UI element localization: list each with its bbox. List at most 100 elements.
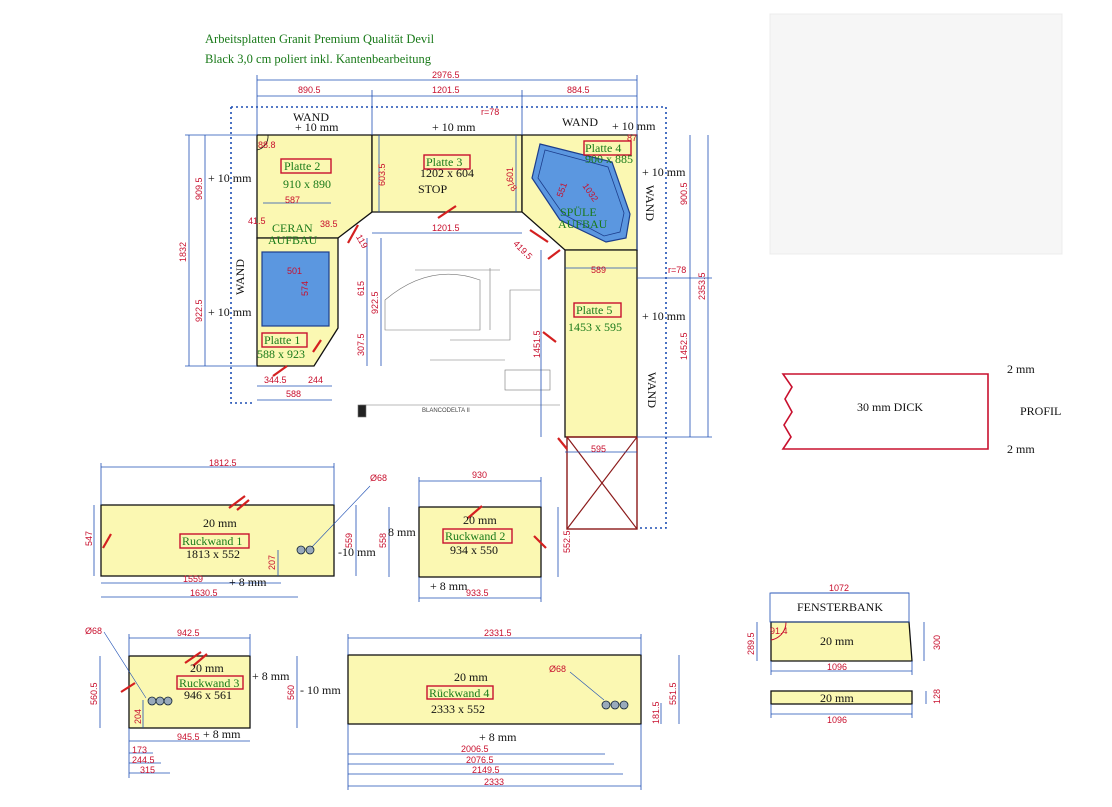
plus10-right-top: + 10 mm	[642, 165, 686, 179]
rw1-width-top: 1812.5	[209, 458, 237, 468]
dim-1451-5: 1451.5	[532, 330, 542, 358]
plus10-left-top: + 10 mm	[208, 171, 252, 185]
dim-r78-top: r=78	[481, 107, 499, 117]
rw3-height-right: 560	[286, 685, 296, 700]
dim-244: 244	[308, 375, 323, 385]
sink-label-2: AUFBAU	[558, 217, 608, 231]
rw2-height-right: 552.5	[562, 530, 572, 553]
dim-909-5: 909.5	[194, 177, 204, 200]
dim-574: 574	[300, 281, 310, 296]
dimension-lines	[185, 75, 712, 453]
wand-top-right: WAND	[562, 115, 598, 129]
cut	[228, 495, 246, 509]
dim-1201-5b: 1201.5	[432, 223, 460, 233]
profile-text: 30 mm DICK	[857, 400, 923, 414]
plate-4-label-box	[583, 140, 632, 156]
fb-height-right: 300	[932, 635, 942, 650]
dim-551: 551	[555, 181, 570, 199]
rw4-hole: Ø68	[549, 664, 566, 674]
plate-5	[564, 249, 638, 438]
rw3-315: 315	[140, 765, 155, 775]
fb-height-left: 289.5	[746, 632, 756, 655]
plate-1-label-box	[261, 332, 308, 348]
plate-1-name: Platte 1	[264, 333, 300, 347]
dim-2353-5: 2353.5	[697, 272, 707, 300]
plate-5-name: Platte 5	[576, 303, 612, 317]
empty-box	[566, 436, 638, 530]
plate-4-name: Platte 4	[585, 141, 621, 155]
plate-2-label-box	[280, 158, 332, 174]
dim-seg2: 1201.5	[432, 85, 460, 95]
rw1-size: 1813 x 552	[186, 547, 240, 561]
dim-seg1: 890.5	[298, 85, 321, 95]
rw2-size: 934 x 550	[450, 543, 498, 557]
sink-product-sketch	[357, 248, 560, 418]
rw3-244-5: 244.5	[132, 755, 155, 765]
cut	[192, 653, 208, 667]
sink-product-name: BLANCODELTA II	[422, 408, 470, 414]
dim-344-5: 344.5	[264, 375, 287, 385]
plate-1-size: 588 x 923	[257, 347, 305, 361]
rw2-width-bottom: 933.5	[466, 588, 489, 598]
outline-dotted	[231, 106, 667, 529]
rw1-height-right: 559	[344, 533, 354, 548]
cut	[120, 682, 136, 693]
dim-601: 601	[505, 167, 515, 182]
dim-900-5: 900.5	[679, 182, 689, 205]
dim-r78-right: r=78	[668, 265, 686, 275]
dim-1832: 1832	[178, 242, 188, 262]
rw1-label-box	[179, 533, 250, 549]
rw3-height-left: 560.5	[89, 682, 99, 705]
dim-307-5: 307.5	[356, 333, 366, 356]
fensterbank-dims	[756, 592, 925, 675]
plate-2-name: Platte 2	[284, 159, 320, 173]
rw4-2006-5: 2006.5	[461, 744, 489, 754]
rw2-8mm: 8 mm	[388, 525, 416, 539]
title-line-2: Black 3,0 cm poliert inkl. Kantenbearbei…	[205, 52, 432, 66]
rw3-hole: Ø68	[85, 626, 102, 636]
strip-width: 1096	[827, 715, 847, 725]
rw4-size: 2333 x 552	[431, 702, 485, 716]
dim-87: 87	[627, 133, 637, 143]
rw2-width-top: 930	[472, 470, 487, 480]
dim-595: 595	[591, 444, 606, 454]
sink-cutout	[531, 143, 631, 243]
fb-name: FENSTERBANK	[797, 600, 883, 614]
rw3-plus8: + 8 mm	[203, 727, 241, 741]
stop-label: STOP	[418, 182, 447, 196]
strip-height: 128	[932, 689, 942, 704]
profile-outline	[781, 373, 989, 450]
dim-588: 588	[286, 389, 301, 399]
rw1-name: Ruckwand 1	[182, 534, 242, 548]
plus10-top-right: + 10 mm	[612, 119, 656, 133]
wand-top-left: WAND	[293, 110, 329, 124]
dim-119: 119	[354, 233, 370, 250]
rw1-plus8: + 8 mm	[229, 575, 267, 589]
fb-91-4: 91.4	[770, 626, 788, 636]
ruckwand-1	[100, 504, 335, 577]
corner-radius	[256, 134, 269, 151]
rw3-173: 173	[132, 745, 147, 755]
rw3-label-box	[176, 675, 244, 690]
rw1-height-left: 547	[84, 531, 94, 546]
rw4-181-5: 181.5	[651, 701, 661, 724]
rw3-945-5: 945.5	[177, 732, 200, 742]
cut-markers	[272, 205, 568, 450]
rw4-2149-5: 2149.5	[472, 765, 500, 775]
rw2-label-box	[442, 528, 513, 544]
ruckwand-3	[128, 655, 251, 729]
ruckwand-2	[418, 506, 542, 578]
rw4-minus10: - 10 mm	[300, 683, 341, 697]
sink-inner	[537, 149, 625, 237]
dim-922-5-left: 922.5	[194, 299, 204, 322]
rw2-plus8: + 8 mm	[430, 579, 468, 593]
ceran-label-1: CERAN	[272, 221, 313, 235]
dim-total: 2976.5	[432, 70, 460, 80]
wand-left: WAND	[233, 259, 247, 295]
dim-587: 587	[285, 195, 300, 205]
plate-2	[256, 134, 373, 239]
plate-4-size: 900 x 885	[585, 152, 633, 166]
plus10-left-bottom: + 10 mm	[208, 305, 252, 319]
plate-2-size: 910 x 890	[283, 177, 331, 191]
